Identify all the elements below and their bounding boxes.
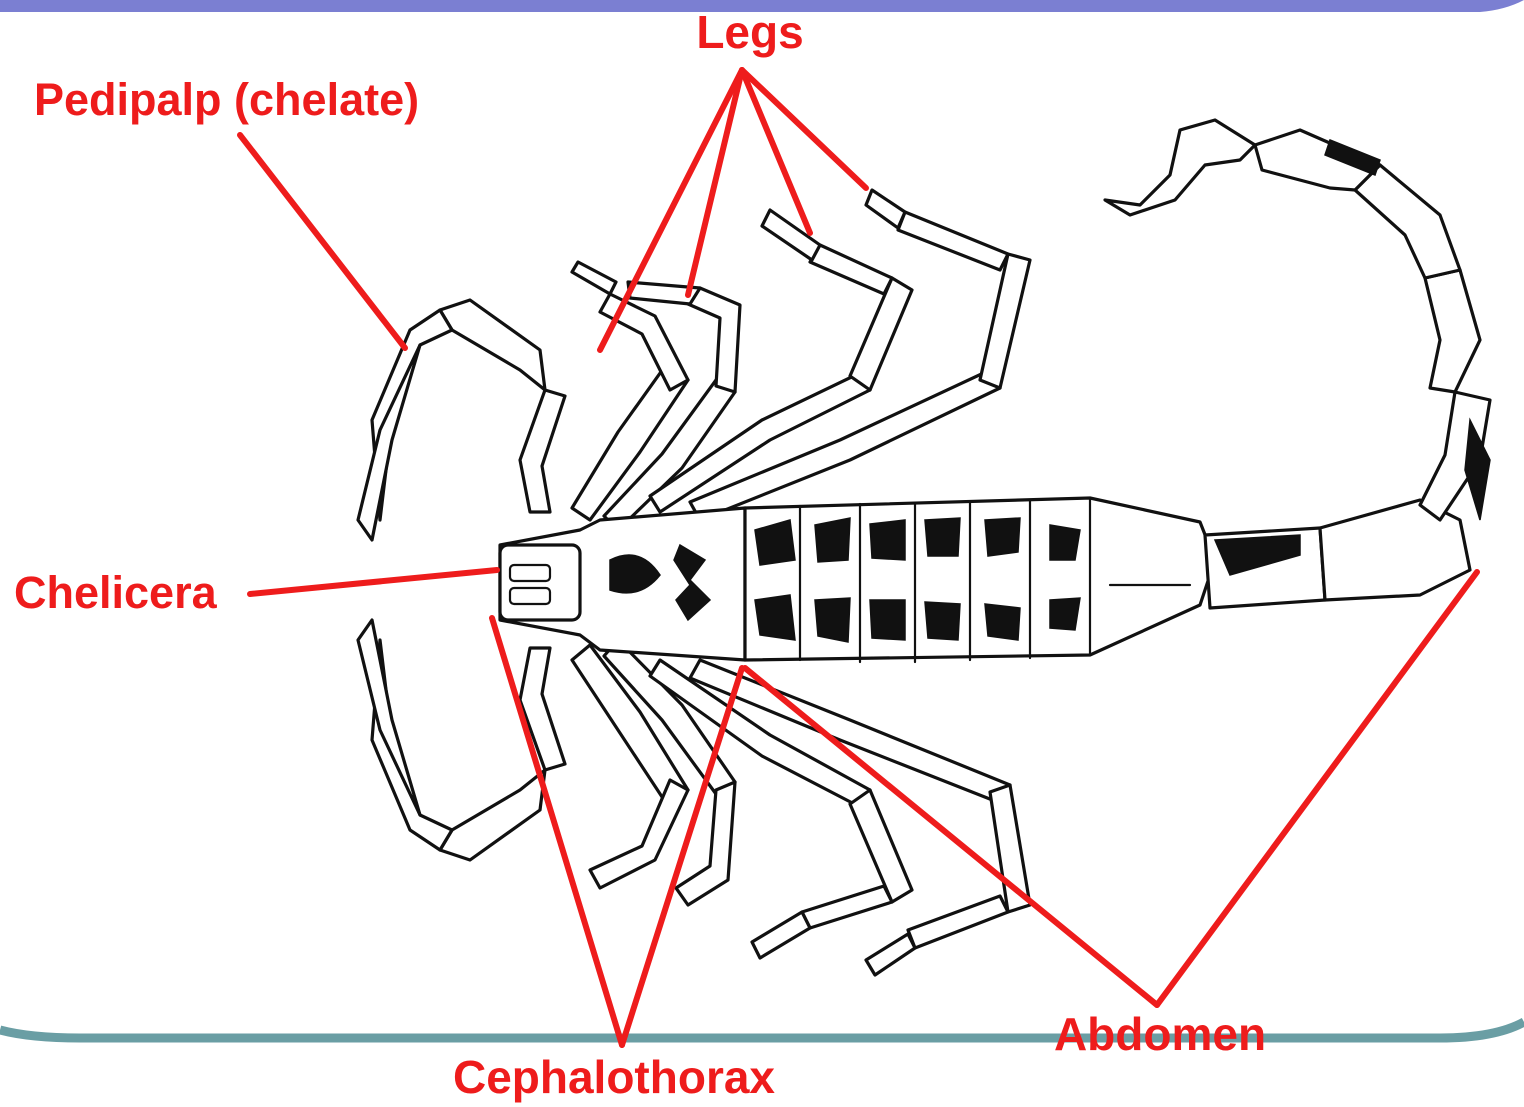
label-pedipalp: Pedipalp (chelate) bbox=[34, 74, 419, 125]
legs-leader-3 bbox=[742, 70, 810, 233]
label-cephalothorax: Cephalothorax bbox=[453, 1051, 775, 1103]
scorpion-illustration bbox=[358, 120, 1490, 975]
lower-legs bbox=[572, 640, 1030, 975]
label-abdomen: Abdomen bbox=[1054, 1008, 1266, 1060]
upper-legs bbox=[572, 190, 1030, 530]
abdomen-leader-1 bbox=[745, 668, 1157, 1005]
abdomen-segments bbox=[745, 498, 1215, 662]
carapace bbox=[500, 508, 745, 660]
bottom-frame-line bbox=[0, 1022, 1524, 1038]
legs-leader-4 bbox=[742, 70, 866, 188]
abdomen-leader-2 bbox=[1157, 572, 1477, 1005]
legs-leader-2 bbox=[688, 70, 742, 295]
chelicera-leader bbox=[250, 570, 497, 594]
label-legs: Legs bbox=[696, 6, 803, 58]
pedipalp-leader bbox=[240, 135, 405, 348]
label-chelicera: Chelicera bbox=[14, 567, 218, 618]
